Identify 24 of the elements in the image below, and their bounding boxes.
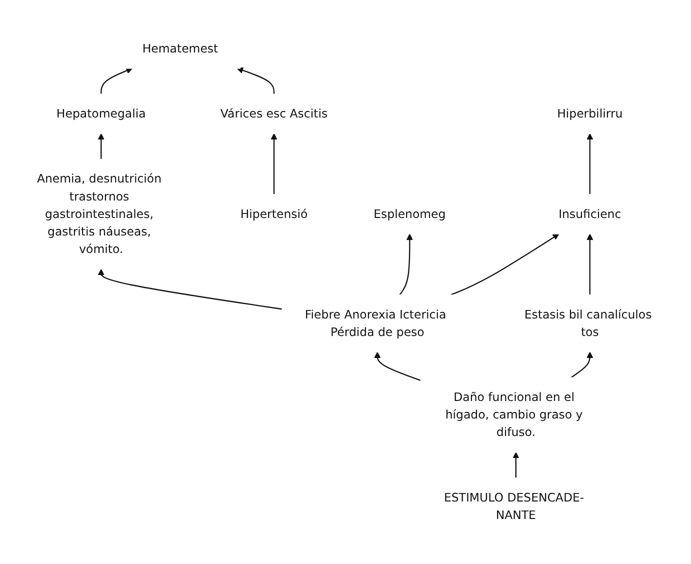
node-text: ESTIMULO DESENCADE- NANTE [444,490,584,522]
arrow [100,68,133,94]
arrow [98,268,282,310]
arrow [270,133,278,194]
arrow [586,133,594,194]
node-text: Esplenomeg [374,206,446,221]
arrow [570,352,594,378]
node-text: Insuficienc [558,206,622,221]
arrow [374,352,421,382]
node-text: Hiperbilirru [557,106,623,120]
node-text: Anemia, desnutrición trastornos gastrointestinales, gastritis náuseas, vómito. [36,172,162,256]
node-text: Estasis bil canalículos tos [524,307,652,339]
node-text: Fiebre Anorexia Ictericia Pérdida de peso [304,307,446,339]
node-text: Hipertensió [240,206,308,221]
arrow [586,234,594,295]
arrow [236,67,275,94]
arrow [98,133,104,160]
node-text: Várices esc Ascitis [220,106,328,120]
arrow [512,452,520,478]
arrow [450,234,560,296]
node-text: Hepatomegalia [56,106,146,120]
arrow [399,234,413,296]
node-text: Daño funcional en el hígado, cambio graso y difuso. [445,390,583,440]
node-text: Hematemest [142,41,218,56]
